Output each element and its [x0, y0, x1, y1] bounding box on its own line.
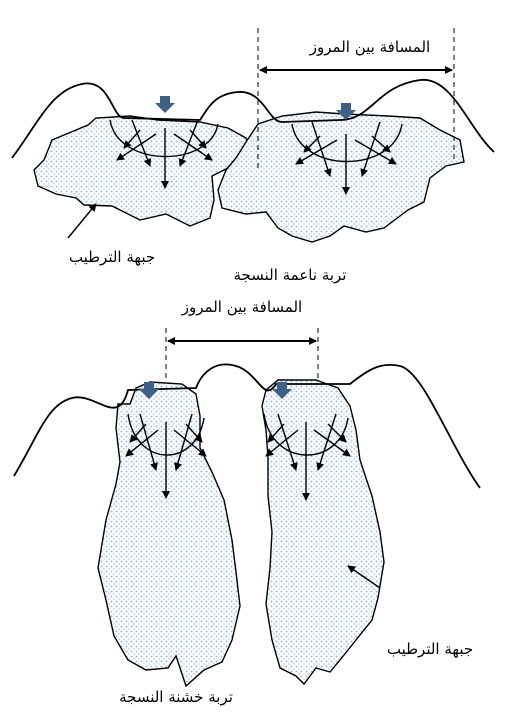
bottom-wetting-front-label: جبهة الترطيب	[387, 640, 473, 658]
top-wetting-front-label: جبهة الترطيب	[69, 248, 155, 266]
bottom-wetted-zone-right	[262, 380, 384, 684]
top-diagram: المسافة بين المروز جبهة الترطيب تربة ناع…	[12, 28, 494, 284]
top-spacing-label: المسافة بين المروز	[309, 38, 430, 56]
top-water-input-arrow-1	[155, 96, 175, 113]
top-wetted-zone-right	[218, 112, 464, 242]
top-soil-label: تربة ناعمة النسجة	[234, 266, 347, 284]
top-wetted-zone-left	[34, 116, 250, 226]
bottom-spacing-label: المسافة بين المروز	[181, 298, 302, 316]
bottom-diagram: المسافة بين المروز جبهة الترطيب تربة خشن…	[14, 298, 480, 706]
bottom-furrow-surface	[14, 364, 480, 488]
bottom-soil-label: تربة خشنة النسجة	[119, 688, 233, 706]
top-wetting-front-pointer	[68, 204, 96, 238]
bottom-wetted-zone-left	[98, 382, 240, 686]
